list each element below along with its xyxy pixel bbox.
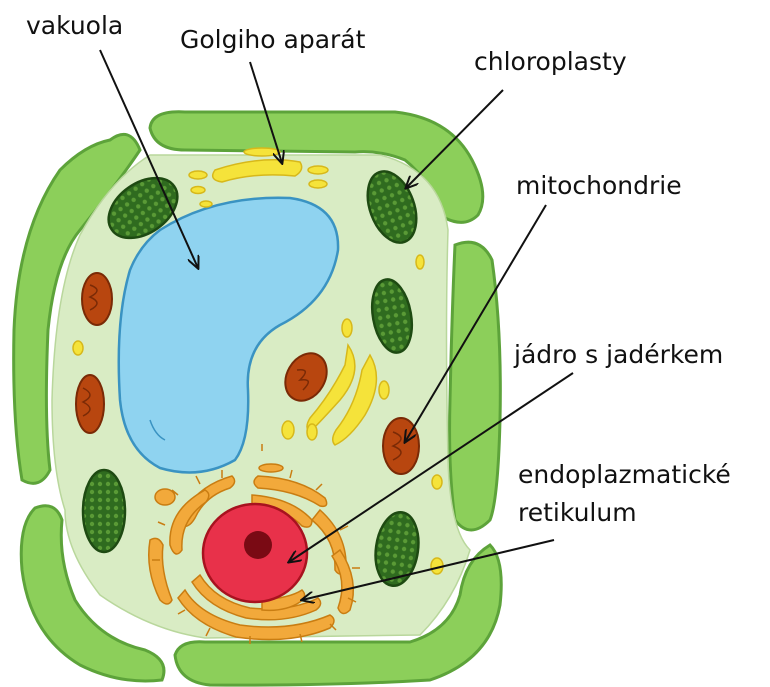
label-golgi: Golgiho aparát	[180, 25, 366, 54]
cell-wall-right	[450, 242, 501, 530]
label-er-line2: retikulum	[518, 498, 637, 527]
label-mitochondria: mitochondrie	[516, 171, 682, 200]
label-er-line1: endoplazmatické	[518, 460, 731, 489]
mitochondrion-2	[76, 375, 104, 433]
nucleolus	[244, 531, 272, 559]
label-nucleus: jádro s jadérkem	[513, 340, 723, 369]
label-chloroplasts: chloroplasty	[474, 47, 627, 76]
chloroplast-4	[83, 470, 125, 552]
mitochondrion-1	[82, 273, 112, 325]
label-vacuole: vakuola	[26, 11, 123, 40]
